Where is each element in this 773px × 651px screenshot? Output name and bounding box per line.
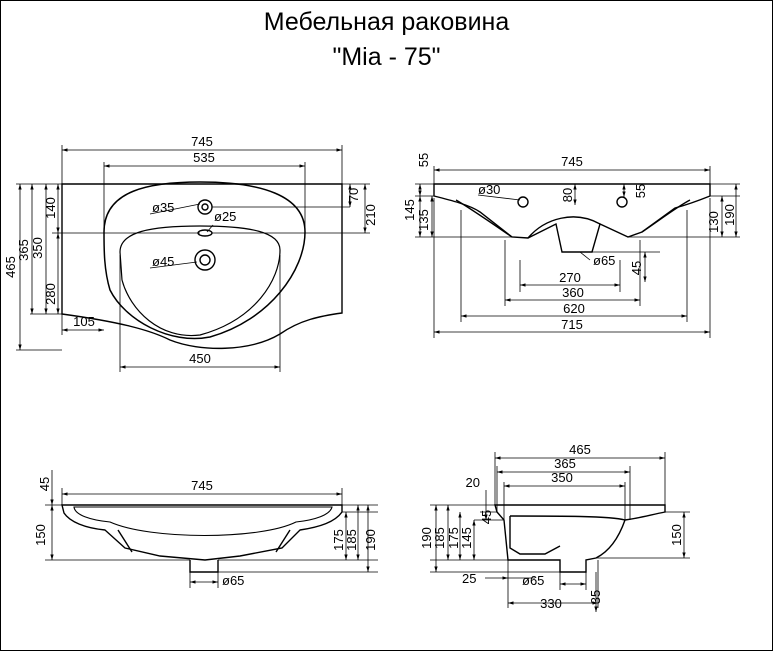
dim-45: 45	[629, 261, 644, 275]
dim-145-side: 145	[459, 527, 474, 549]
dim-20-side: 20	[466, 475, 480, 490]
label-tap-hole: ø35	[152, 200, 174, 215]
dim-450: 450	[189, 351, 211, 366]
dim-55-right: 55	[633, 184, 648, 198]
dim-190-rear: 190	[363, 529, 378, 551]
dim-175-side: 175	[446, 527, 461, 549]
label-drain: ø45	[152, 254, 174, 269]
dim-80: 80	[560, 188, 575, 202]
dim-185-rear: 185	[344, 529, 359, 551]
dim-135: 135	[416, 209, 431, 231]
dim-130: 130	[706, 211, 721, 233]
side-view-dimensions	[430, 452, 690, 612]
dim-745-rear: 745	[191, 478, 213, 493]
dim-330-side: 330	[540, 596, 562, 611]
model-name: "Mia - 75"	[332, 43, 441, 71]
dim-465: 465	[3, 256, 18, 278]
label-d65-rear: ø65	[222, 573, 244, 588]
rear-view-dimensions	[45, 470, 378, 588]
dim-745: 745	[191, 134, 213, 149]
front-view-dimensions	[415, 166, 740, 338]
top-view	[52, 181, 343, 350]
dim-360: 360	[562, 285, 584, 300]
side-view	[494, 504, 666, 573]
dim-175-rear: 175	[331, 529, 346, 551]
dim-140: 140	[43, 197, 58, 219]
side-view-labels: 465 365 350 330 20 45 145 175 185 190 15…	[419, 442, 684, 611]
dim-350: 350	[30, 237, 45, 259]
drawing-title: Мебельная раковина	[263, 8, 510, 36]
dim-25-side: 25	[462, 571, 476, 586]
dim-45-rear: 45	[37, 477, 52, 491]
dim-535: 535	[193, 150, 215, 165]
dim-35-side: 35	[588, 590, 603, 604]
dim-150-side: 150	[669, 524, 684, 546]
dim-465-side: 465	[569, 442, 591, 457]
front-view-labels: 745 ø30 80 55 55 145 135 130 190 45 ø65 …	[402, 153, 737, 332]
dim-150-rear: 150	[33, 524, 48, 546]
dim-45-side: 45	[479, 510, 494, 524]
dim-210: 210	[363, 204, 378, 226]
label-d65-side: ø65	[522, 573, 544, 588]
dim-70: 70	[346, 188, 361, 202]
top-view-labels: 745 535 450 105 ø35 ø25 ø45 70 210 465 3…	[3, 134, 378, 366]
dim-715: 715	[561, 317, 583, 332]
dim-145: 145	[402, 199, 417, 221]
dim-190: 190	[722, 204, 737, 226]
dim-55-left: 55	[416, 153, 431, 167]
label-d65-front: ø65	[593, 253, 615, 268]
label-d30: ø30	[478, 182, 500, 197]
dim-105: 105	[73, 314, 95, 329]
rear-view-labels: 745 45 150 175 185 190 ø65	[33, 477, 378, 588]
dim-190-side: 190	[419, 527, 434, 549]
dim-745-front: 745	[561, 154, 583, 169]
rear-view	[61, 504, 343, 573]
dim-620: 620	[563, 301, 585, 316]
label-overflow: ø25	[214, 209, 236, 224]
top-view-dimensions	[16, 145, 370, 372]
dim-270: 270	[559, 270, 581, 285]
dim-280: 280	[43, 283, 58, 305]
dim-365: 365	[16, 239, 31, 261]
dim-365-side: 365	[554, 456, 576, 471]
dim-350-side: 350	[551, 470, 573, 485]
dim-185-side: 185	[432, 527, 447, 549]
